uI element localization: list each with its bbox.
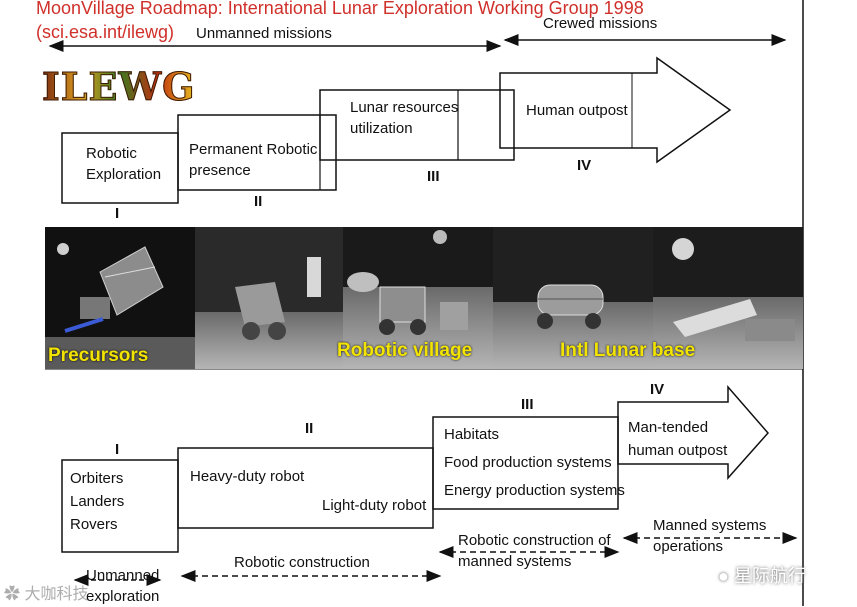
lunar-scenes-illustration (45, 227, 803, 369)
stage2-numeral: II (254, 193, 263, 210)
light-duty-robot-text: Light-duty robot (322, 497, 427, 514)
robotic-construction-label: Robotic construction (234, 554, 370, 571)
crewed-missions-label: Crewed missions (543, 15, 658, 32)
precursors-label: Precursors (48, 345, 149, 366)
wechat-icon: ● (718, 566, 729, 586)
stage-arrow-4 (499, 56, 732, 164)
bottom-box-1 (61, 459, 179, 553)
robotic-village-label: Robotic village (337, 340, 473, 361)
unmanned-missions-label: Unmanned missions (196, 25, 332, 42)
unmanned-exploration-label: Unmanned exploration (86, 567, 160, 605)
lunar-scenes-band (45, 227, 803, 369)
heavy-duty-robot-text: Heavy-duty robot (190, 468, 305, 485)
watermark-left-icon: ✿ (4, 586, 25, 603)
manned-ops-label: Manned systems operations (653, 517, 767, 555)
bottom-numeral-2: II (305, 420, 314, 437)
bottom-box-2 (177, 447, 434, 529)
bottom-arrow-4 (617, 384, 769, 480)
stage-box-3 (319, 89, 515, 161)
bottom-stage1-text: Orbiters Landers Rovers (70, 470, 125, 533)
intl-lunar-base-label: Intl Lunar base (560, 340, 696, 361)
stage1-numeral: I (115, 205, 120, 222)
source-link[interactable]: (sci.esa.int/ilewg) (36, 22, 175, 42)
bottom-stage3-text: Habitats Food production systems Energy … (444, 426, 625, 499)
bottom-numeral-1: I (115, 441, 120, 458)
stage-box-2 (177, 114, 337, 191)
stage4-numeral: IV (577, 157, 592, 174)
page-title: MoonVillage Roadmap: International Lunar… (36, 0, 644, 18)
robotic-manned-label: Robotic construction of manned systems (458, 532, 611, 570)
watermark-left: ✿ 大咖科技 (4, 586, 89, 603)
bottom-stage4-text: Man-tended human outpost (628, 419, 728, 459)
stage3-numeral: III (427, 168, 440, 185)
logo-text: ILEWG (42, 64, 196, 110)
stage-box-1 (61, 132, 179, 204)
watermark-right: ● 星际航行 (718, 566, 806, 586)
ilewg-logo: ILEWG (42, 64, 196, 110)
bottom-numeral-3: III (521, 396, 534, 413)
bottom-numeral-4: IV (650, 381, 665, 398)
stage4-text: Human outpost (526, 102, 628, 119)
